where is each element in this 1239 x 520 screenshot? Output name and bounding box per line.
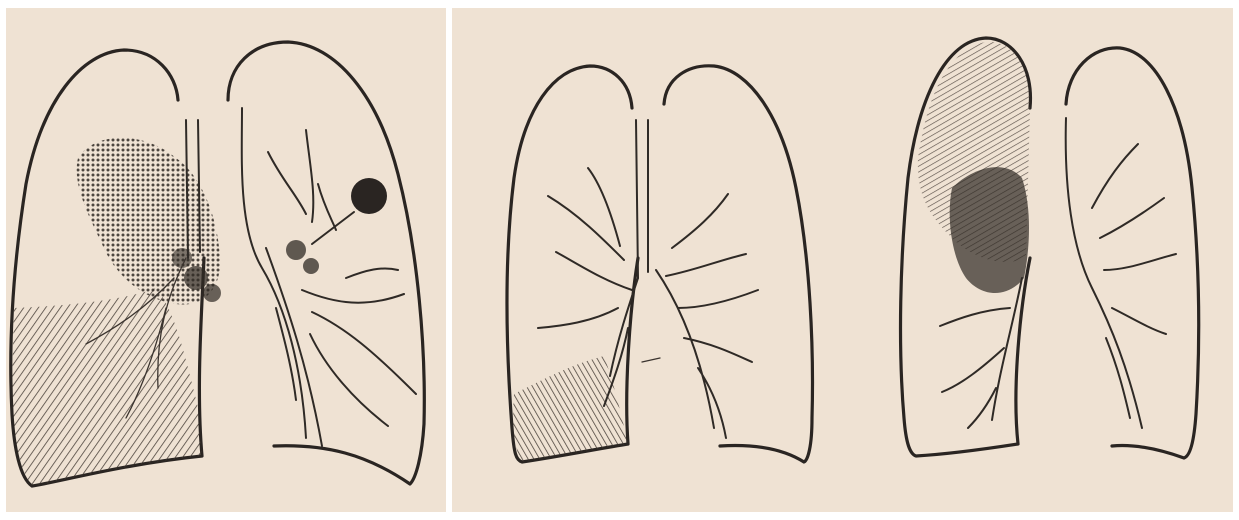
left-lung-outline xyxy=(664,66,812,462)
left-lung-outline xyxy=(1066,48,1199,458)
lymph-node xyxy=(203,284,221,302)
nodule-stalk xyxy=(312,212,354,244)
bronchial-tree-left xyxy=(1066,118,1176,428)
lung-drawing-3 xyxy=(901,38,1199,458)
left-lung-outline xyxy=(228,42,424,484)
lymph-node xyxy=(286,240,306,260)
arrow-marker xyxy=(642,358,660,362)
lower-lobe-shading xyxy=(12,288,202,486)
lymph-node xyxy=(303,258,319,274)
bronchial-tree-left xyxy=(656,194,758,438)
bronchial-tree-right xyxy=(940,278,1022,428)
lung-drawing-2 xyxy=(507,66,812,462)
round-nodule xyxy=(351,178,387,214)
lung-drawings-2-3 xyxy=(452,8,1233,512)
figure-panel-left xyxy=(6,8,446,512)
figure-panel-right xyxy=(452,8,1233,512)
dense-infiltrate xyxy=(950,167,1029,293)
trachea xyxy=(636,120,648,278)
lung-drawing-1 xyxy=(6,8,446,512)
bronchial-tree-left xyxy=(242,108,416,446)
lymph-node xyxy=(184,266,208,290)
